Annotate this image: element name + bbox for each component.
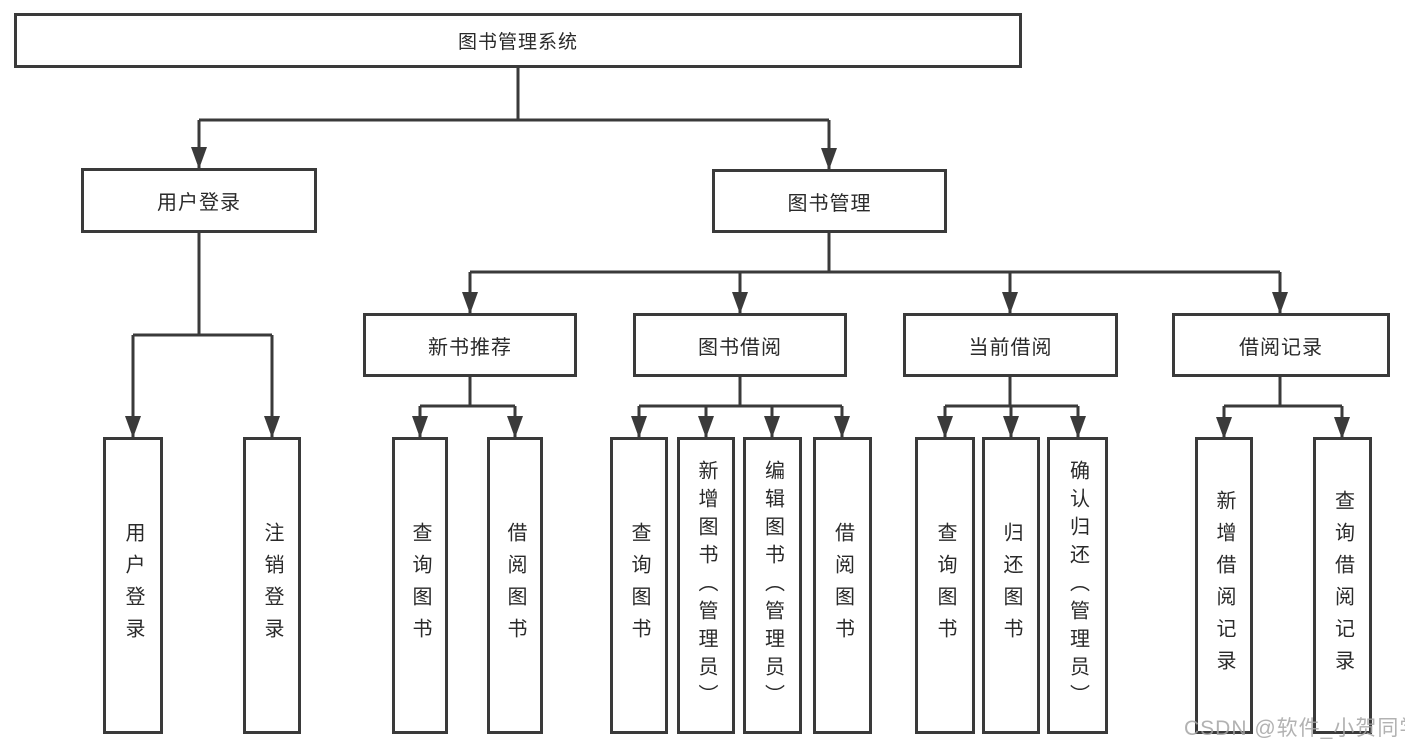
node-borrowing-records: 借阅记录 [1172,313,1390,377]
leaf-label: 新增借阅记录 [1213,489,1235,682]
leaf-label: 借阅图书 [831,521,854,650]
leaf-label: 查询图书 [409,521,431,650]
node-new-book-recommend: 新书推荐 [363,313,577,377]
leaf-label: 用户登录 [122,521,144,650]
leaf-label: 新增图书（管理员） [695,459,717,712]
leaf-label: 确认归还（管理员） [1066,459,1089,712]
csdn-watermark: CSDN @软件_小贺同学 [1184,717,1405,740]
leaf-label: 查询借阅记录 [1331,489,1354,682]
node-label: 图书借阅 [698,336,782,359]
leaf-borrowing-query-book: 查询图书 [610,437,668,734]
node-label: 借阅记录 [1239,336,1323,359]
leaf-user-login: 用户登录 [103,437,163,734]
leaf-label: 查询图书 [628,521,650,650]
leaf-borrowing-edit-book-admin: 编辑图书（管理员） [743,437,802,734]
node-label: 图书管理系统 [457,32,578,53]
leaf-records-query-record: 查询借阅记录 [1313,437,1372,734]
leaf-label: 借阅图书 [504,521,526,650]
node-user-login: 用户登录 [81,168,317,233]
node-book-borrowing: 图书借阅 [633,313,847,377]
node-current-borrowing: 当前借阅 [903,313,1118,377]
leaf-current-confirm-return-admin: 确认归还（管理员） [1047,437,1108,734]
leaf-logout: 注销登录 [243,437,301,734]
leaf-recommend-query-book: 查询图书 [392,437,448,734]
leaf-borrowing-add-book-admin: 新增图书（管理员） [677,437,735,734]
node-label: 用户登录 [157,192,241,214]
leaf-current-return-book: 归还图书 [982,437,1040,734]
leaf-borrowing-borrow-book: 借阅图书 [813,437,872,734]
node-label: 当前借阅 [968,336,1053,359]
leaf-label: 编辑图书（管理员） [761,459,784,712]
node-label: 新书推荐 [428,336,512,359]
leaf-recommend-borrow-book: 借阅图书 [487,437,543,734]
leaf-label: 归还图书 [1000,521,1022,650]
node-label: 图书管理 [787,192,872,215]
leaf-label: 注销登录 [261,521,283,650]
node-book-management: 图书管理 [712,169,947,233]
leaf-label: 查询图书 [934,521,956,650]
node-root: 图书管理系统 [14,13,1022,68]
leaf-current-query-book: 查询图书 [915,437,975,734]
leaf-records-add-record: 新增借阅记录 [1195,437,1253,734]
